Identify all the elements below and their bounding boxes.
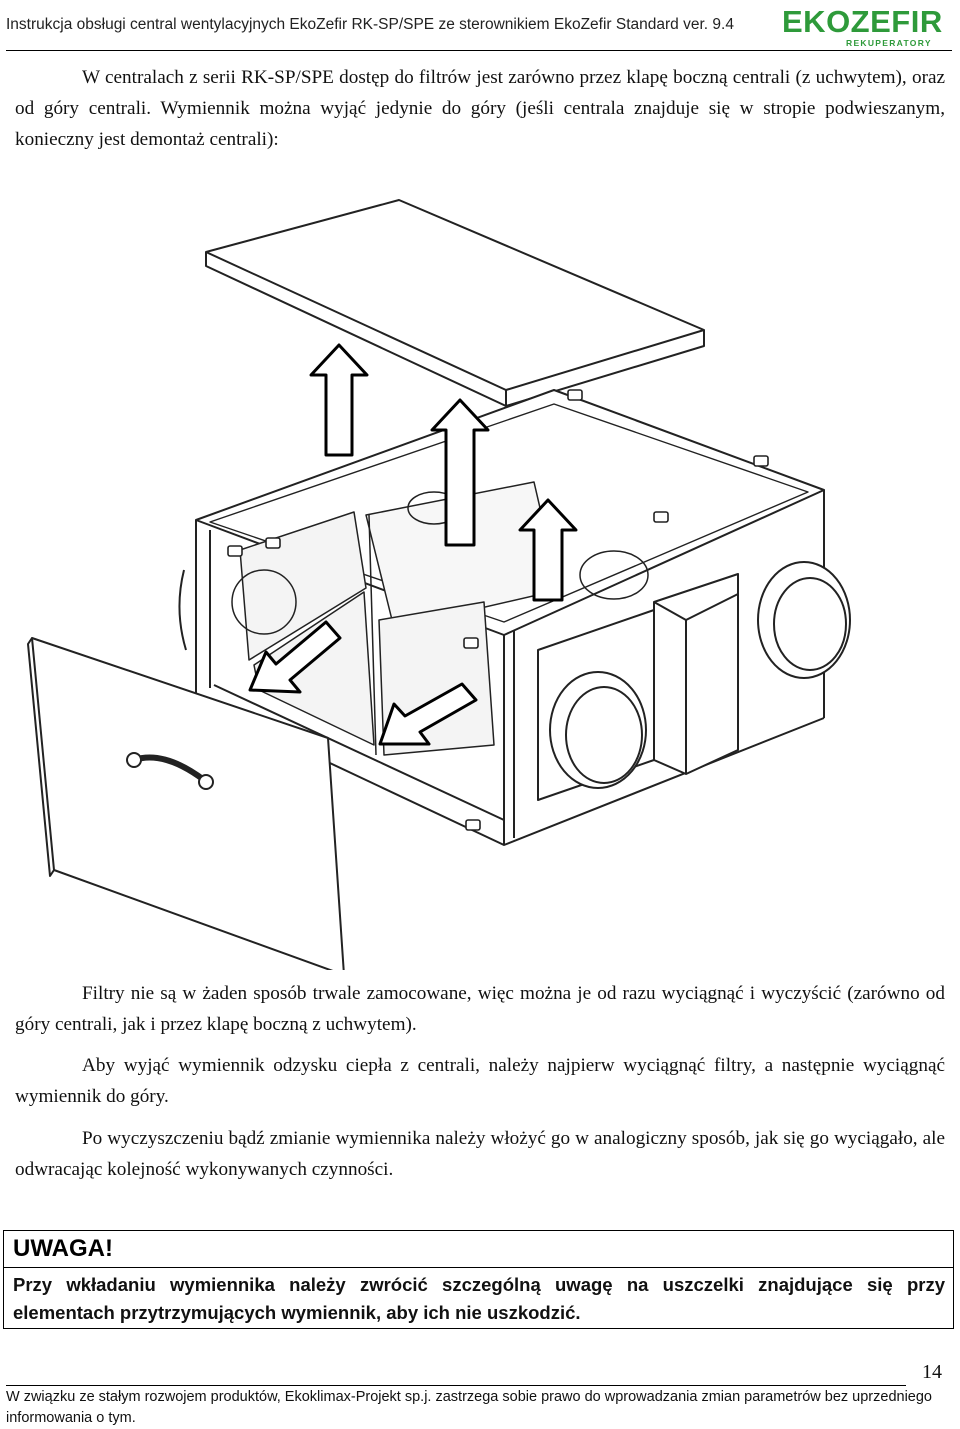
side-flap (27, 637, 345, 970)
ventilation-unit-figure (27, 199, 851, 970)
arrow-down-left-icon (378, 682, 478, 746)
warning-divider (4, 1267, 953, 1268)
filters-paragraph: Filtry nie są w żaden sposób trwale zamo… (15, 983, 945, 1035)
page-header: Instrukcja obsługi central wentylacyjnyc… (0, 0, 960, 52)
latches (227, 389, 769, 831)
right-side-ducts (178, 561, 851, 801)
logo-subtitle: REKUPERATORY (846, 38, 932, 48)
exchanger-removal-paragraph: Aby wyjąć wymiennik odzysku ciepła z cen… (15, 1055, 945, 1107)
arrow-up-icon (430, 398, 490, 547)
logo-wordmark: EKOZEFIR (782, 4, 943, 39)
arrow-up-icon (309, 343, 369, 457)
warning-title: UWAGA! (13, 1235, 113, 1262)
ekozefir-logo: EKOZEFIR REKUPERATORY (782, 4, 954, 48)
footer-divider (6, 1385, 906, 1386)
warning-box: UWAGA! Przy wkładaniu wymiennika należy … (3, 1230, 954, 1329)
arrow-down-left-icon (248, 620, 342, 694)
header-divider (6, 50, 952, 51)
document-title: Instrukcja obsługi central wentylacyjnyc… (6, 16, 734, 33)
reinstall-paragraph: Po wyczyszczeniu bądź zmianie wymiennika… (15, 1128, 945, 1180)
intro-paragraph: W centralach z serii RK-SP/SPE dostęp do… (15, 67, 945, 150)
warning-text: Przy wkładaniu wymiennika należy zwrócić… (13, 1274, 945, 1323)
footer-disclaimer: W związku ze stałym rozwojem produktów, … (6, 1389, 932, 1426)
arrow-up-icon (518, 498, 578, 602)
page-number: 14 (922, 1361, 942, 1383)
top-lid (205, 199, 705, 407)
removal-arrows (248, 343, 578, 746)
